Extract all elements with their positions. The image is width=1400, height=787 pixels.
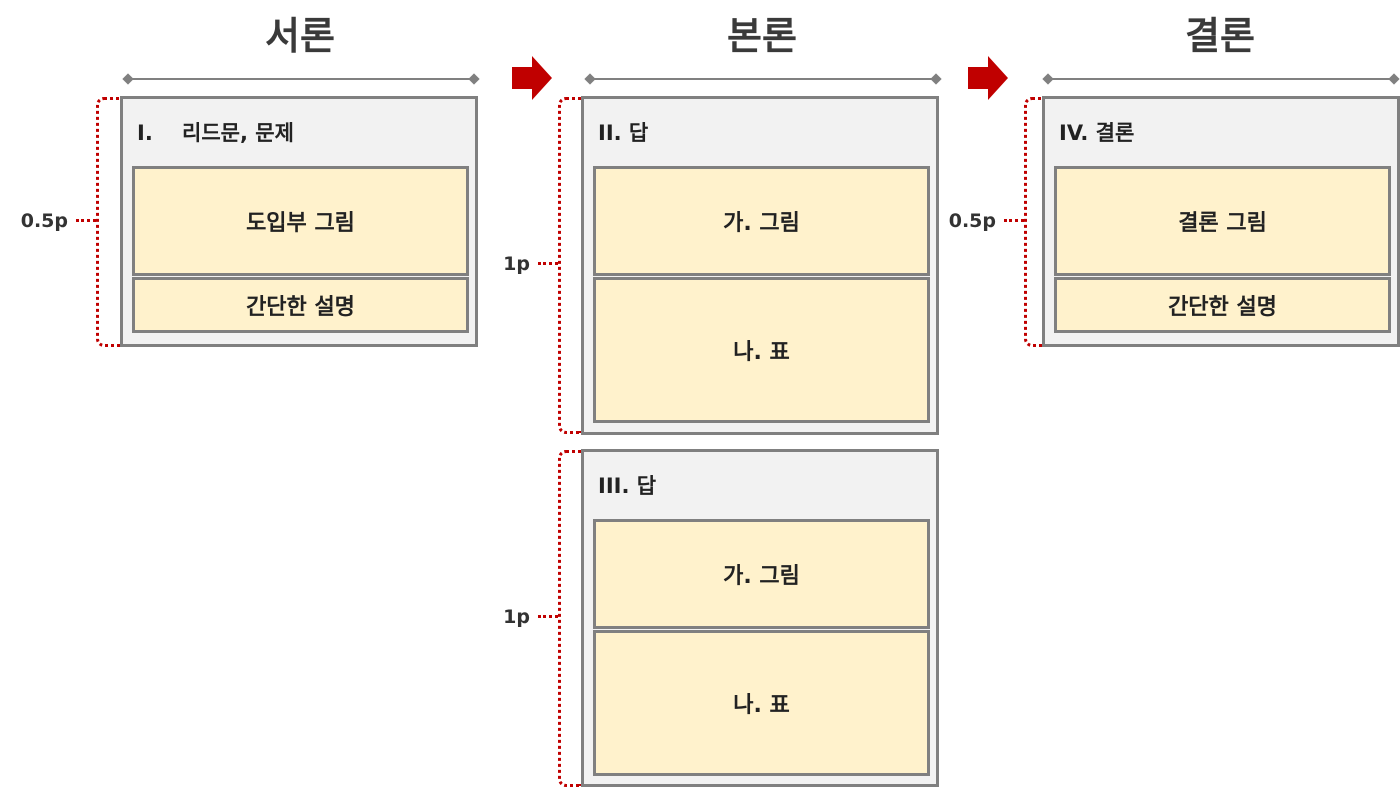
- page-size-label: 1p: [503, 253, 530, 275]
- section-box-intro: I. 리드문, 문제 도입부 그림 간단한 설명: [120, 96, 478, 347]
- page-size-label: 1p: [503, 606, 530, 628]
- figure-block: 가. 그림: [593, 166, 930, 276]
- figure-block: 결론 그림: [1054, 166, 1391, 276]
- caption-block: 간단한 설명: [132, 277, 469, 333]
- page-brace-conclusion: [1024, 97, 1048, 347]
- arrow-right-icon: [512, 56, 552, 100]
- page-brace-body1: [558, 97, 582, 434]
- table-block: 나. 표: [593, 630, 930, 776]
- column-title-intro: 서론: [265, 14, 335, 58]
- page-size-label: 0.5p: [20, 210, 68, 232]
- section-heading: I. 리드문, 문제: [137, 121, 294, 145]
- table-block: 나. 표: [593, 277, 930, 423]
- column-title-conclusion: 결론: [1185, 14, 1255, 58]
- section-heading: II. 답: [598, 121, 649, 145]
- page-brace-intro: [96, 97, 120, 347]
- page-size-label: 0.5p: [948, 210, 996, 232]
- column-title-body: 본론: [727, 14, 797, 58]
- arrow-right-icon: [968, 56, 1008, 100]
- section-box-conclusion: IV. 결론 결론 그림 간단한 설명: [1042, 96, 1400, 347]
- figure-block: 가. 그림: [593, 519, 930, 629]
- section-box-body2: III. 답 가. 그림 나. 표: [581, 449, 939, 787]
- page-brace-body2: [558, 450, 582, 787]
- figure-block: 도입부 그림: [132, 166, 469, 276]
- caption-block: 간단한 설명: [1054, 277, 1391, 333]
- section-box-body1: II. 답 가. 그림 나. 표: [581, 96, 939, 435]
- section-heading: IV. 결론: [1059, 121, 1135, 145]
- section-heading: III. 답: [598, 474, 657, 498]
